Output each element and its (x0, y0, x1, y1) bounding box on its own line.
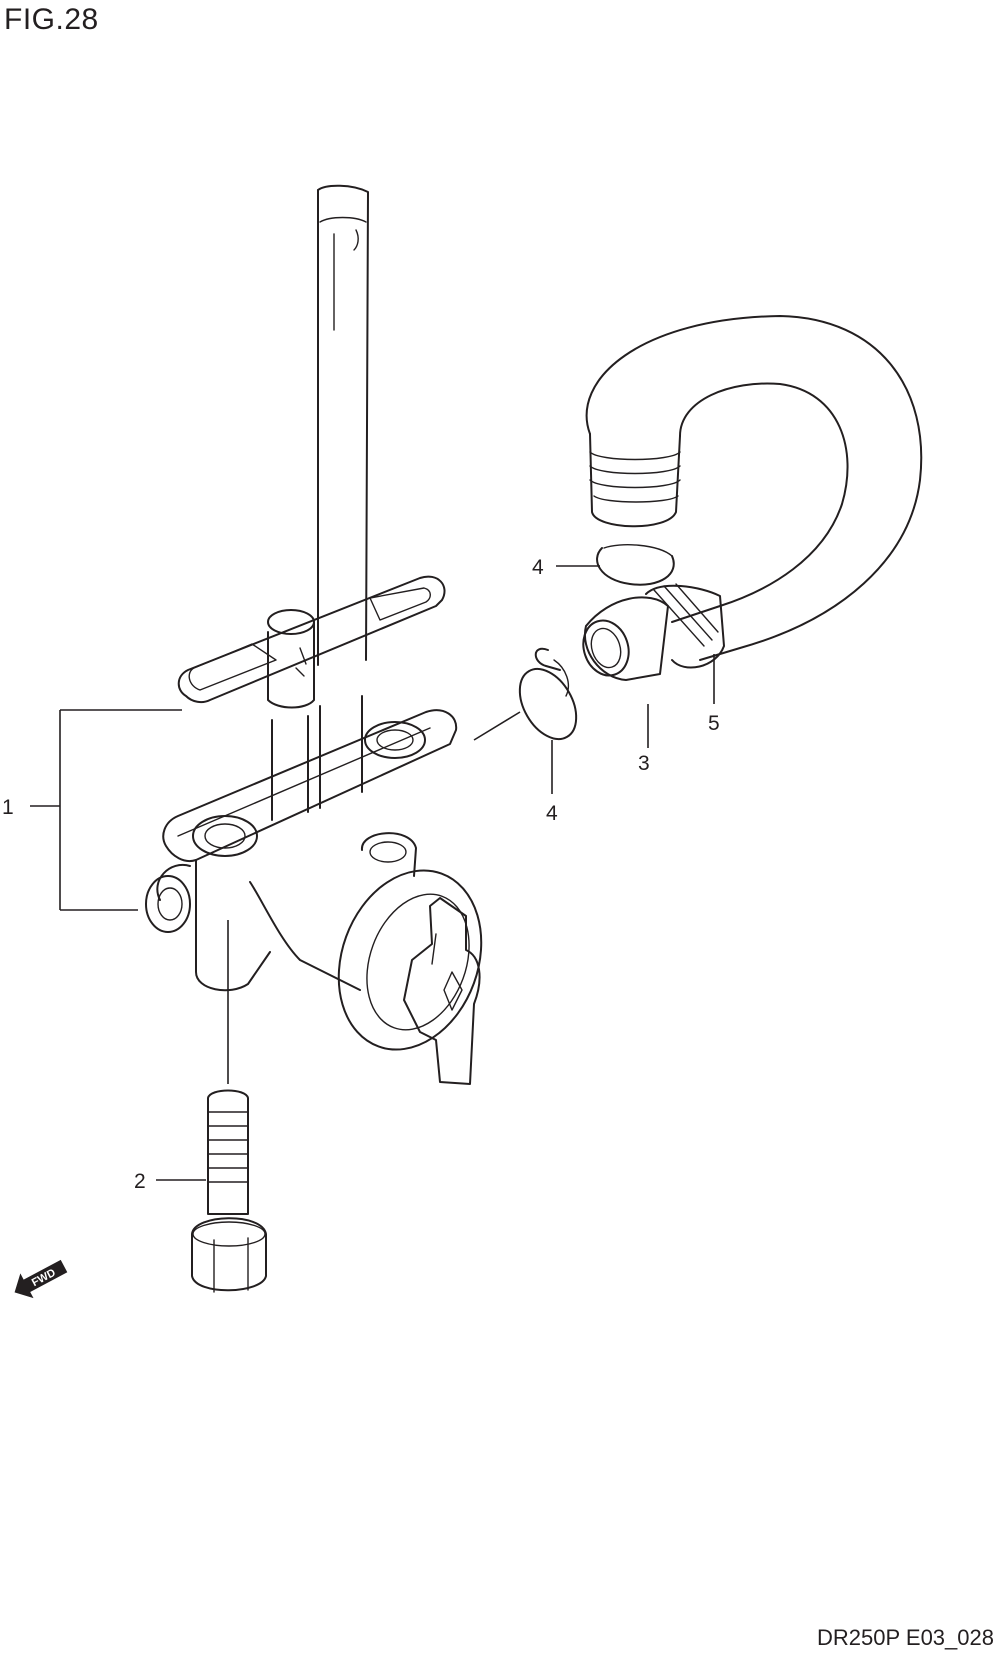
leader-lines (30, 565, 715, 1181)
hose-joint (582, 596, 669, 681)
fwd-arrow-icon: FWD (14, 1259, 68, 1299)
figure-title: FIG.28 (4, 3, 99, 36)
callout-3: 3 (638, 752, 650, 775)
gasket (177, 575, 446, 704)
fwd-label: FWD (30, 1267, 58, 1289)
bolt (191, 1089, 267, 1293)
hose (585, 315, 923, 669)
callout-numbers: 1 2 3 4 4 5 (2, 556, 720, 1193)
drawing-code: DR250P E03_028 (817, 1625, 994, 1650)
clip-lower (518, 647, 578, 741)
fuel-pickup-tube (317, 184, 369, 666)
callout-1: 1 (2, 796, 14, 819)
callout-4-upper: 4 (532, 556, 544, 579)
callout-2: 2 (134, 1170, 146, 1193)
callout-5: 5 (708, 712, 720, 735)
clip-upper (596, 544, 675, 586)
callout-4-lower: 4 (546, 802, 558, 825)
filter-tube (267, 609, 315, 709)
valve-body (145, 695, 483, 1085)
